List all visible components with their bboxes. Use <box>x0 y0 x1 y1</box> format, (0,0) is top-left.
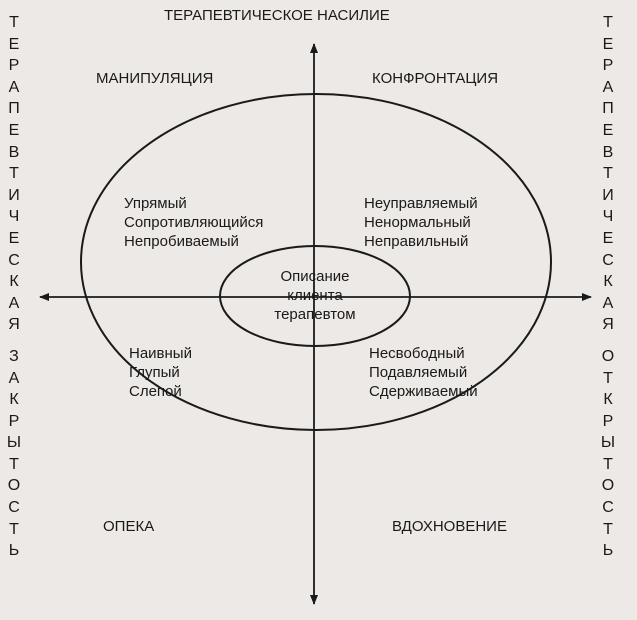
vertical-letter: Я <box>602 316 614 334</box>
vertical-letter: Е <box>602 35 614 53</box>
vertical-letter: А <box>8 78 20 96</box>
vertical-letter: Т <box>603 520 613 538</box>
vertical-letter: В <box>8 143 20 161</box>
quadrant-item: Сопротивляющийся <box>124 214 264 231</box>
quadrant-item: Ненормальный <box>364 214 471 231</box>
vertical-letter: А <box>8 294 20 312</box>
vertical-letter: А <box>602 294 614 312</box>
quadrant-item: Упрямый <box>124 195 187 212</box>
vertical-letter: С <box>602 251 614 269</box>
quadrant-bottom-right: Несвободный Подавляемый Сдерживаемый <box>369 344 478 401</box>
vertical-letter: К <box>603 273 613 291</box>
vertical-letter: Я <box>8 316 20 334</box>
vertical-letter: Ь <box>602 542 614 560</box>
vertical-letter: П <box>602 100 614 118</box>
vertical-letter: Т <box>603 14 613 31</box>
vertical-letter: А <box>602 78 614 96</box>
axis-label-top: ТЕРАПЕВТИЧЕСКОЕ НАСИЛИЕ <box>164 7 390 24</box>
vertical-letter: Ч <box>602 208 614 226</box>
vertical-letter: Е <box>8 35 20 53</box>
vertical-letter: Ч <box>8 208 20 226</box>
vertical-letter: Т <box>9 520 19 538</box>
vertical-letter: К <box>603 391 613 409</box>
vertical-letter: О <box>601 347 615 365</box>
corner-label-bottom-right: ВДОХНОВЕНИЕ <box>392 518 507 535</box>
vertical-letter: Е <box>602 229 614 247</box>
vertical-letter: С <box>8 499 20 517</box>
vertical-letter: Т <box>9 165 19 183</box>
vertical-letter: О <box>601 477 615 495</box>
vertical-letter: В <box>602 143 614 161</box>
quadrant-item: Слепой <box>129 383 182 400</box>
vertical-letter: Т <box>9 455 19 473</box>
corner-label-bottom-left: ОПЕКА <box>103 518 155 535</box>
corner-label-top-right: КОНФРОНТАЦИЯ <box>372 70 499 87</box>
vertical-letter: О <box>7 477 21 495</box>
vertical-letter: Т <box>603 369 613 387</box>
vertical-letter: С <box>602 499 614 517</box>
quadrant-item: Сдерживаемый <box>369 383 478 400</box>
vertical-letter: Ы <box>6 434 22 452</box>
quadrant-top-right: Неуправляемый Ненормальный Неправильный <box>364 194 478 251</box>
center-line: клиента <box>287 287 343 304</box>
corner-label-top-left: МАНИПУЛЯЦИЯ <box>96 70 214 87</box>
vertical-letter: К <box>9 273 19 291</box>
quadrant-item: Наивный <box>129 345 192 362</box>
center-label: Описание клиента терапевтом <box>255 267 375 324</box>
vertical-letter: И <box>602 186 614 204</box>
quadrant-item: Неправильный <box>364 233 469 250</box>
quadrant-item: Подавляемый <box>369 364 468 381</box>
vertical-letter: К <box>9 391 19 409</box>
vertical-letter: Е <box>8 229 20 247</box>
vertical-letter: А <box>8 369 20 387</box>
vertical-letter: Т <box>9 14 19 31</box>
quadrant-top-left: Упрямый Сопротивляющийся Непробиваемый <box>124 194 263 251</box>
vertical-letter: Т <box>603 165 613 183</box>
vertical-letter: Е <box>8 121 20 139</box>
vertical-letter: Р <box>602 57 614 75</box>
quadrant-item: Непробиваемый <box>124 233 239 250</box>
vertical-letter: И <box>8 186 20 204</box>
vertical-letter: П <box>8 100 20 118</box>
vertical-letter: Р <box>8 412 20 430</box>
vertical-letter: Р <box>8 57 20 75</box>
vertical-letter: Е <box>602 121 614 139</box>
quadrant-item: Неуправляемый <box>364 195 478 212</box>
vertical-letter: Ы <box>600 434 616 452</box>
vertical-letter: Ь <box>8 542 20 560</box>
center-line: терапевтом <box>274 306 356 323</box>
quadrant-item: Глупый <box>129 364 180 381</box>
vertical-letter: Р <box>602 412 614 430</box>
vertical-letter: С <box>8 251 20 269</box>
vertical-letter: З <box>9 347 19 365</box>
quadrant-bottom-left: Наивный Глупый Слепой <box>129 344 192 401</box>
vertical-letter: Т <box>603 455 613 473</box>
center-line: Описание <box>280 268 350 285</box>
quadrant-item: Несвободный <box>369 345 465 362</box>
